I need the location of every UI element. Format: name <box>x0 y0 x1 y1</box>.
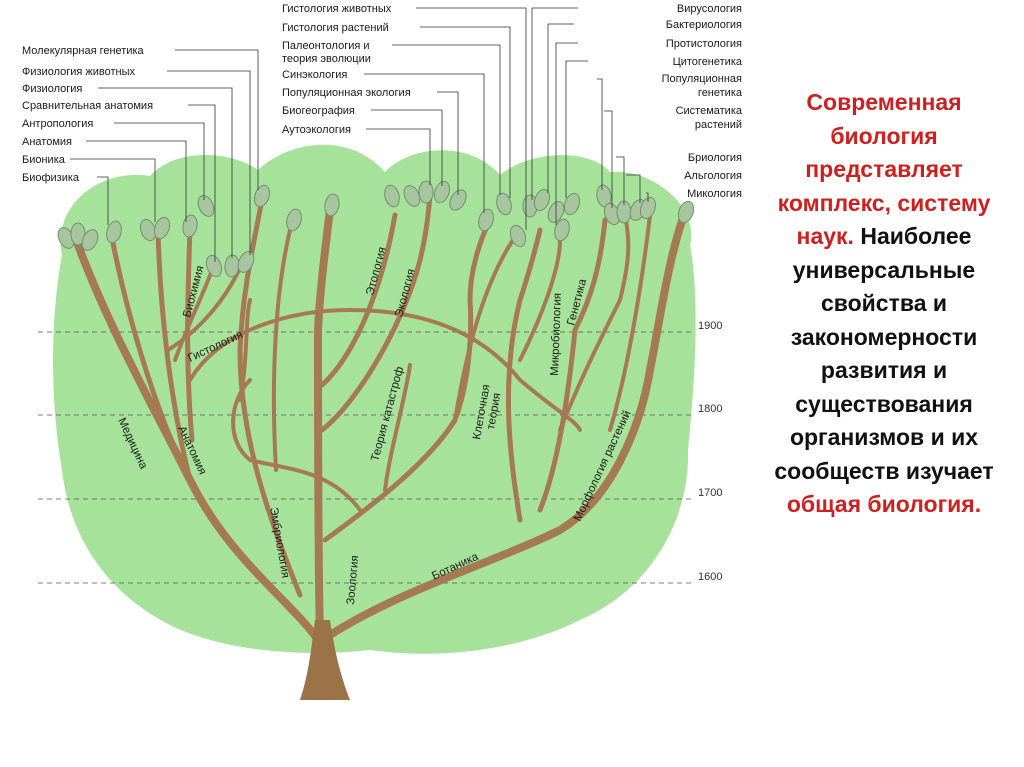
label-population-ecology: Популяционная экология <box>282 87 411 99</box>
label-mycology: Микология <box>687 188 742 200</box>
label-cytogenetics: Цитогенетика <box>673 56 743 68</box>
label-animal-physiology: Физиология животных <box>22 66 136 78</box>
label-paleontology-line2: теория эволюции <box>282 53 371 65</box>
leader-lines <box>70 7 649 262</box>
label-comparative-anatomy: Сравнительная анатомия <box>22 100 153 112</box>
label-anthropology: Антропология <box>22 118 93 130</box>
label-protistology: Протистология <box>666 38 742 50</box>
year-1800: 1800 <box>698 403 722 415</box>
label-bacteriology: Бактериология <box>666 19 742 31</box>
label-bionics: Бионика <box>22 154 66 166</box>
tree-trunk <box>300 620 350 700</box>
caption-black-body: Наиболее универсальные свойства и законо… <box>774 223 994 484</box>
label-molecular-genetics: Молекулярная генетика <box>22 45 145 57</box>
label-anatomy: Анатомия <box>22 136 72 148</box>
label-plant-systematics-line2: растений <box>695 119 742 131</box>
caption-red-intro: Современная биология представляет компле… <box>777 89 991 249</box>
year-1900: 1900 <box>698 320 722 332</box>
label-biogeography: Биогеография <box>282 105 355 117</box>
label-autecology: Аутоэкология <box>282 124 351 136</box>
caption-red-term: общая биология. <box>786 491 982 517</box>
label-virology: Вирусология <box>677 3 742 15</box>
label-population-genetics-line2: генетика <box>698 87 743 99</box>
label-bryology: Бриология <box>688 152 742 164</box>
label-biophysics: Биофизика <box>22 172 80 184</box>
branch-zoology: Зоология <box>345 555 361 605</box>
year-1600: 1600 <box>698 571 722 583</box>
label-synecology: Синэкология <box>282 69 347 81</box>
year-1700: 1700 <box>698 487 722 499</box>
label-algology: Альгология <box>684 170 742 182</box>
year-gridlines <box>38 331 692 584</box>
label-animal-histology: Гистология животных <box>282 3 392 15</box>
branch-microbiology: Микробиология <box>549 293 564 376</box>
caption-text: Современная биология представляет компле… <box>752 86 1016 522</box>
label-plant-histology: Гистология растений <box>282 22 389 34</box>
label-population-genetics-line1: Популяционная <box>662 73 742 85</box>
label-plant-systematics-line1: Систематика <box>676 105 743 117</box>
label-physiology: Физиология <box>22 83 82 95</box>
biology-tree-diagram: 1900 1800 1700 1600 <box>22 3 743 700</box>
label-paleontology-line1: Палеонтология и <box>282 40 370 52</box>
